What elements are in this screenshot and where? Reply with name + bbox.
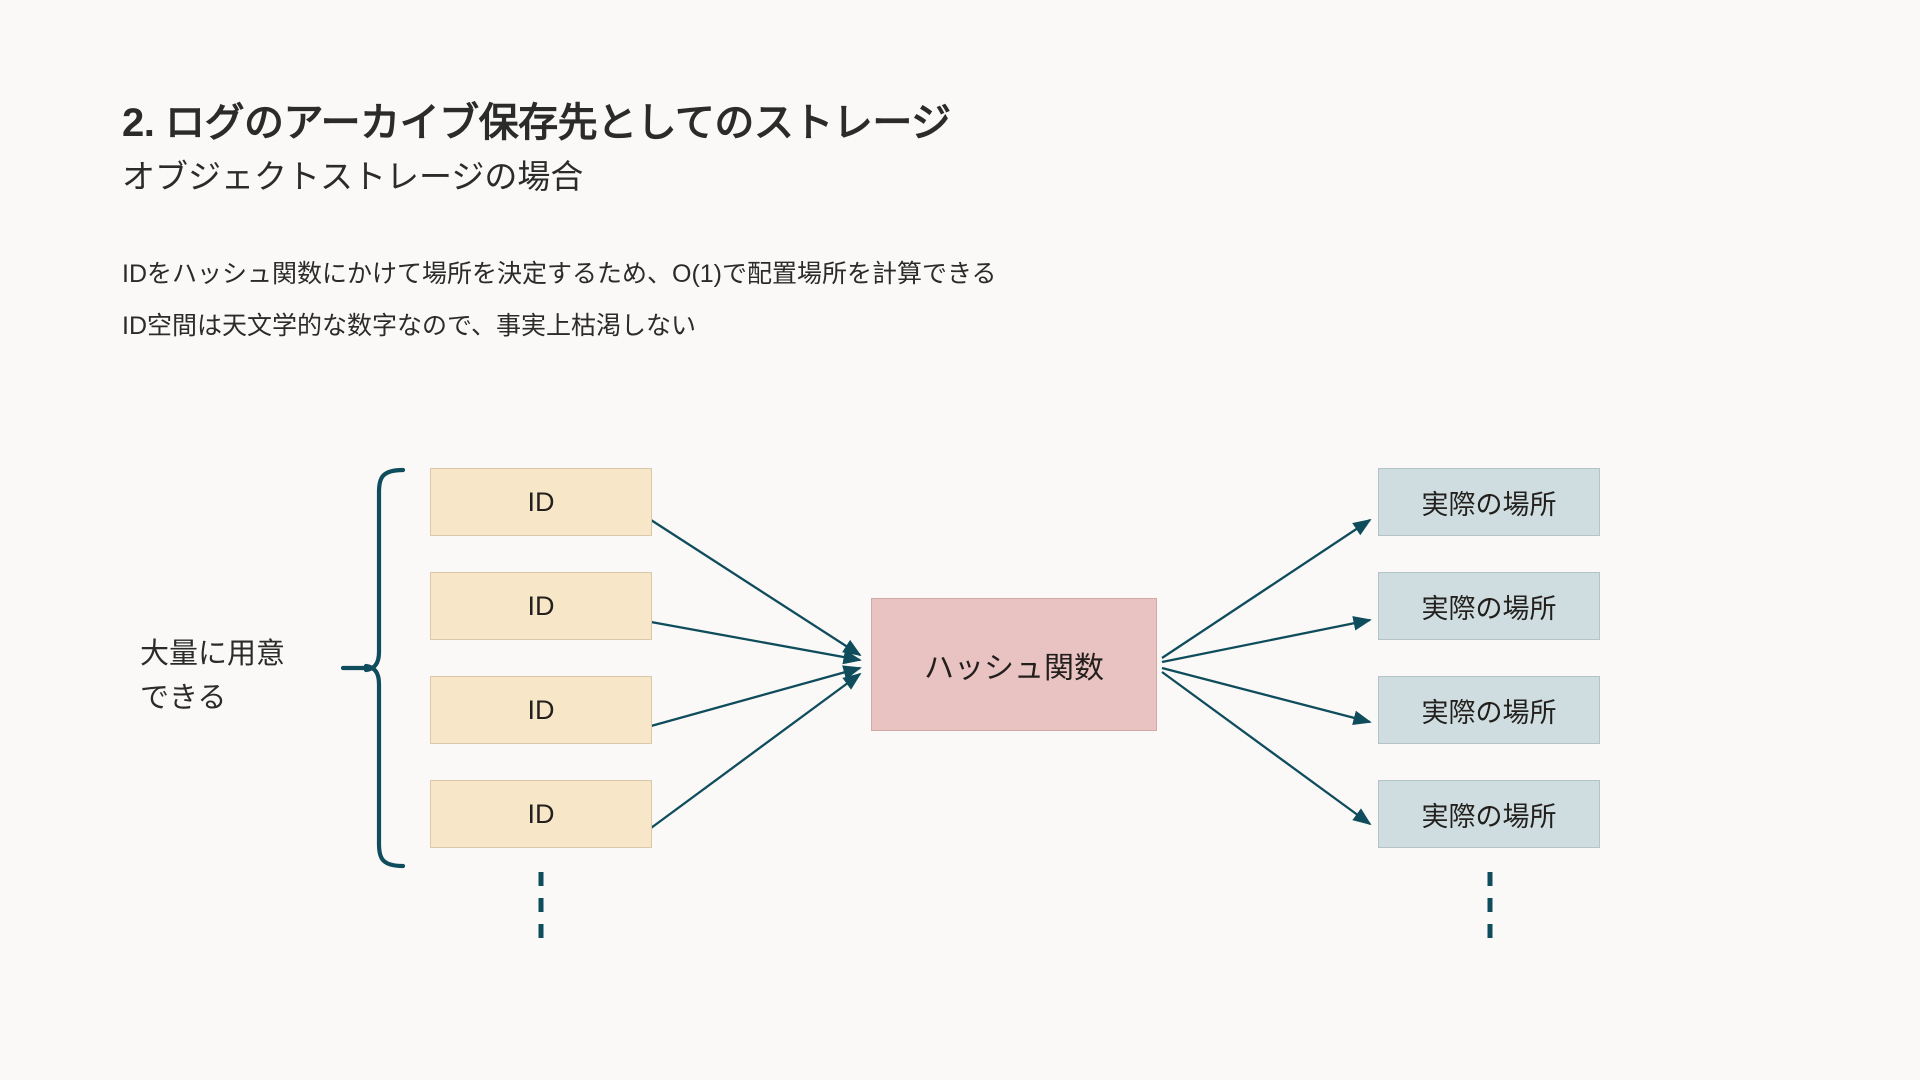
- location-box-1[interactable]: 実際の場所: [1378, 468, 1600, 536]
- hash-to-location-connectors: [1161, 518, 1372, 826]
- location-box-4[interactable]: 実際の場所: [1378, 780, 1600, 848]
- id-box-3[interactable]: ID: [430, 676, 652, 744]
- page-title: 2. ログのアーカイブ保存先としてのストレージ: [122, 101, 951, 145]
- id-box-2[interactable]: ID: [430, 572, 652, 640]
- location-box-3[interactable]: 実際の場所: [1378, 676, 1600, 744]
- id-box-1[interactable]: ID: [430, 468, 652, 536]
- location-box-2[interactable]: 実際の場所: [1378, 572, 1600, 640]
- hash-function-box[interactable]: ハッシュ関数: [871, 598, 1157, 731]
- body-paragraph: IDをハッシュ関数にかけて場所を決定するため、O(1)で配置場所を計算できる I…: [122, 248, 997, 352]
- page-subtitle: オブジェクトストレージの場合: [122, 158, 584, 195]
- footer: 62 Copyright © 2025, Oracle and/or its a…: [0, 990, 1920, 1080]
- body-line-2: ID空間は天文学的な数字なので、事実上枯渇しない: [122, 312, 697, 340]
- continuation-dashes-icon: [538, 872, 1493, 942]
- grouping-brace-icon: [340, 467, 406, 869]
- id-box-4[interactable]: ID: [430, 780, 652, 848]
- brace-label-line-2: できる: [140, 682, 227, 714]
- brace-label: 大量に用意 できる: [140, 632, 285, 720]
- id-to-hash-connectors: [650, 519, 862, 829]
- brace-label-line-1: 大量に用意: [140, 638, 286, 670]
- body-line-1: IDをハッシュ関数にかけて場所を決定するため、O(1)で配置場所を計算できる: [122, 260, 997, 288]
